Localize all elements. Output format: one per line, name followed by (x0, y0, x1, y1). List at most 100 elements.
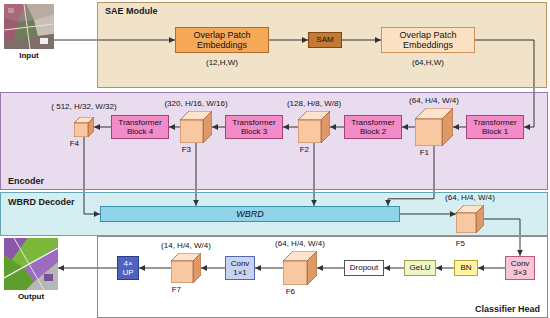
image-caption: Output (4, 290, 58, 301)
cube-face (193, 253, 201, 283)
box-label: Conv 3×3 (508, 259, 532, 277)
cube-face (415, 119, 442, 146)
box-label: Transformer Block 3 (228, 118, 280, 136)
transformer-block: Transformer Block 4 (111, 115, 169, 139)
flow-arrow (384, 268, 404, 269)
flow-arrow (478, 268, 505, 269)
dropout-box: Dropout (344, 260, 384, 275)
image-frame (4, 4, 54, 49)
input-satellite-image (4, 4, 54, 49)
feature-map-cube: (14, H/4, W/4)F7 (171, 253, 201, 283)
cube-face (171, 261, 193, 283)
flow-arrow (255, 268, 283, 269)
panel-fill (0, 192, 548, 236)
cube-face (88, 117, 94, 137)
sae-module-panel: SAE ModuleOverlap Patch Embeddings SAM Ove… (97, 2, 547, 88)
feature-map-cube: (320, H/16, W/16)F3 (180, 111, 212, 143)
tensor-shape-label: (14, H/4, W/4) (161, 241, 211, 250)
feature-map-cube: (64, H/4, W/4)F1 (415, 108, 453, 146)
box-label: BN (460, 263, 471, 272)
feature-map-name: F4 (70, 139, 79, 148)
box-label: Overlap Patch Embeddings (178, 30, 266, 51)
box-label: Transformer Block 1 (469, 118, 521, 136)
flow-arrow (58, 268, 117, 269)
flow-arrow (402, 127, 415, 128)
transformer-block: Transformer Block 3 (225, 115, 283, 139)
classifier-head-panel: Classifier HeadConv 3×3BNGeLUDropout(64,… (97, 236, 548, 318)
cube-face (456, 213, 476, 233)
input-node: Input (4, 4, 54, 60)
tensor-shape-label: (128, H/8, W/8) (287, 99, 341, 108)
box-label: Conv 1×1 (228, 259, 252, 277)
tensor-shape-label: ( 512, H/32, W/32) (51, 102, 116, 111)
flow-arrow (330, 127, 344, 128)
upsample-box: 4× UP (117, 256, 139, 280)
patch-embedding-box: Overlap Patch Embeddings (175, 27, 269, 54)
sam-box: SAM (308, 32, 342, 47)
panel-title: WBRD Decoder (8, 197, 75, 207)
cube-face (283, 261, 307, 285)
flow-arrow (269, 40, 308, 41)
cube-shape (283, 251, 317, 285)
panel-fill (97, 2, 547, 88)
tensor-shape-label: (320, H/16, W/16) (164, 99, 227, 108)
cube-shape (456, 205, 484, 233)
flow-arrow (84, 137, 100, 214)
feature-map-name: F7 (172, 285, 181, 294)
box-label: 4× UP (120, 259, 136, 277)
tensor-shape-label: (64, H/4, W/4) (445, 193, 495, 202)
feature-map-cube: ( 512, H/32, W/32)F4 (74, 117, 94, 137)
flow-arrow (139, 268, 171, 269)
flow-arrow (212, 127, 225, 128)
cube-shape (74, 117, 94, 137)
box-label: Transformer Block 4 (114, 118, 166, 136)
conv-box: Conv 1×1 (225, 256, 255, 280)
panel-title: SAE Module (105, 6, 158, 16)
decoder-panel: WBRD DecoderWBRD (64, H/4, W/4)F5 (0, 192, 548, 236)
flow-arrow (283, 127, 298, 128)
panel-fill (97, 236, 548, 318)
cube-face (307, 251, 317, 285)
feature-map-name: F2 (300, 145, 309, 154)
flow-arrow (317, 268, 344, 269)
batchnorm-box: BN (454, 260, 478, 275)
cube-face (74, 123, 88, 137)
flow-arrow (314, 143, 315, 206)
panel-title: Encoder (8, 176, 44, 186)
feature-map-name: F6 (286, 287, 295, 296)
cube-shape (415, 108, 453, 146)
cube-face (298, 120, 321, 143)
cube-face (476, 205, 484, 233)
output-node: Output (4, 238, 58, 301)
box-label: Overlap Patch Embeddings (384, 30, 472, 51)
cube-shape (171, 253, 201, 283)
activation-box: GeLU (404, 260, 436, 275)
feature-map-name: F5 (456, 239, 465, 248)
flow-arrow (94, 127, 111, 128)
wbrd-block: WBRD (100, 206, 400, 222)
cube-face (321, 111, 330, 143)
feature-map-cube: (64, H/4, W/4)F5 (456, 205, 484, 233)
cube-shape (180, 111, 212, 143)
image-frame (4, 238, 58, 290)
patch-embedding-box: Overlap Patch Embeddings (381, 27, 475, 54)
transformer-block: Transformer Block 2 (344, 115, 402, 139)
box-label: WBRD (236, 209, 264, 219)
transformer-block: Transformer Block 1 (466, 115, 524, 139)
panel-fill (0, 92, 548, 190)
flow-arrow (400, 214, 456, 215)
cube-shape (298, 111, 330, 143)
flow-arrow (388, 146, 434, 206)
flow-arrow (453, 127, 466, 128)
box-label: Dropout (350, 263, 378, 272)
flow-arrow (342, 40, 381, 41)
cube-face (203, 111, 212, 143)
feature-map-name: F3 (182, 145, 191, 154)
feature-map-name: F1 (420, 148, 429, 157)
panel-title: Classifier Head (475, 304, 540, 314)
flow-arrow (484, 219, 520, 256)
tensor-shape-label: (64, H/4, W/4) (409, 96, 459, 105)
cube-face (180, 120, 203, 143)
feature-map-cube: (128, H/8, W/8)F2 (298, 111, 330, 143)
